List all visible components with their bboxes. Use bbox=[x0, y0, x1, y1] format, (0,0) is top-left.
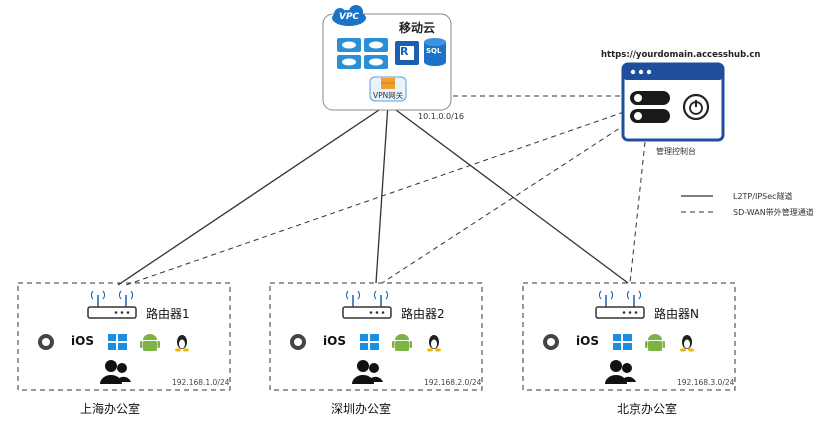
router-label: 路由器1 bbox=[146, 307, 190, 321]
vpn-gateway-label: VPN网关 bbox=[373, 91, 404, 100]
mgmt-line-1 bbox=[125, 111, 625, 286]
office-name: 深圳办公室 bbox=[331, 402, 392, 416]
tunnel-line-2 bbox=[375, 103, 389, 284]
apple-icon bbox=[290, 334, 306, 350]
tunnel-line-1 bbox=[117, 103, 389, 286]
windows-icon bbox=[108, 334, 127, 350]
office-subnet: 192.168.2.0/24 bbox=[424, 378, 482, 387]
router-device-icon bbox=[87, 290, 137, 319]
vpc-badge-cloud bbox=[332, 5, 366, 26]
database-icon bbox=[424, 38, 446, 66]
vpc-badge: VPC bbox=[339, 12, 360, 22]
mgmt-line-n bbox=[629, 141, 646, 284]
android-icon bbox=[140, 334, 160, 351]
compute-icons bbox=[337, 38, 388, 69]
router-chip-letter: R bbox=[400, 45, 409, 58]
linux-icon bbox=[680, 335, 694, 352]
office-box-1 bbox=[17, 282, 231, 391]
users-icon bbox=[605, 360, 636, 384]
office-subnet: 192.168.3.0/24 bbox=[677, 378, 735, 387]
office-box-2 bbox=[269, 282, 483, 391]
android-icon bbox=[392, 334, 412, 351]
windows-icon bbox=[360, 334, 379, 350]
router-label: 路由器N bbox=[654, 307, 699, 321]
vpc-cidr: 10.1.0.0/16 bbox=[418, 112, 464, 121]
legend-solid-label: L2TP/IPSec隧道 bbox=[733, 192, 793, 201]
tunnel-lines bbox=[117, 103, 629, 286]
router-chip-icon bbox=[395, 41, 419, 65]
users-icon bbox=[100, 360, 131, 384]
router-label: 路由器2 bbox=[401, 307, 445, 321]
users-icon bbox=[352, 360, 383, 384]
ios-label: iOS bbox=[576, 334, 599, 348]
management-lines bbox=[125, 95, 646, 286]
android-icon bbox=[645, 334, 665, 351]
mgmt-line-2 bbox=[381, 123, 627, 284]
linux-icon bbox=[427, 335, 441, 352]
office-box-n bbox=[522, 282, 736, 391]
ios-label: iOS bbox=[71, 334, 94, 348]
database-label: SQL bbox=[426, 47, 442, 55]
apple-icon bbox=[38, 334, 54, 350]
router-device-icon bbox=[342, 290, 392, 319]
management-console-icon bbox=[621, 62, 725, 142]
tunnel-line-n bbox=[387, 103, 629, 284]
linux-icon bbox=[175, 335, 189, 352]
router-device-icon bbox=[595, 290, 645, 319]
console-url[interactable]: https://yourdomain.accesshub.cn bbox=[601, 50, 761, 60]
ios-label: iOS bbox=[323, 334, 346, 348]
legend-dashed-label: SD-WAN带外管理通道 bbox=[733, 208, 814, 217]
office-name: 北京办公室 bbox=[617, 402, 678, 416]
office-subnet: 192.168.1.0/24 bbox=[172, 378, 230, 387]
vpn-gateway-icon bbox=[369, 76, 407, 102]
apple-icon bbox=[543, 334, 559, 350]
windows-icon bbox=[613, 334, 632, 350]
console-label: 管理控制台 bbox=[656, 147, 696, 156]
cloud-title: 移动云 bbox=[399, 21, 436, 35]
office-name: 上海办公室 bbox=[80, 402, 141, 416]
